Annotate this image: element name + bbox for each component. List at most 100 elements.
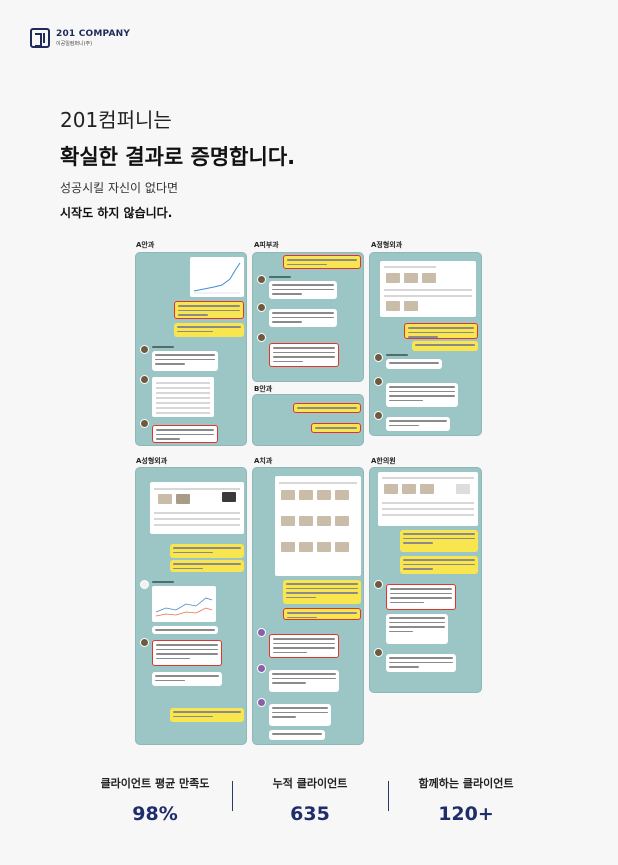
thumbnail-image — [404, 273, 418, 283]
avatar — [374, 353, 383, 362]
thumbnail-image — [335, 516, 349, 526]
avatar — [374, 377, 383, 386]
chat-bubble — [412, 341, 478, 351]
text-line-placeholder — [389, 621, 445, 623]
text-line-placeholder — [155, 679, 185, 681]
text-line-placeholder — [272, 733, 322, 735]
text-line-placeholder — [390, 588, 452, 590]
chat-bubble — [269, 634, 339, 658]
text-line-placeholder — [287, 263, 327, 265]
text-line-placeholder — [154, 488, 240, 490]
text-line-placeholder — [408, 331, 474, 333]
chat-bubble — [152, 626, 218, 634]
chat-card-a-eye — [135, 252, 247, 446]
thumbnail-image — [299, 516, 313, 526]
text-line-placeholder — [272, 707, 328, 709]
headline-line2: 확실한 결과로 증명합니다. — [60, 145, 296, 169]
chat-bubble — [269, 670, 339, 692]
thumbnail-image — [317, 516, 331, 526]
nickname — [152, 346, 174, 348]
thumbnail-image — [386, 273, 400, 283]
text-line-placeholder — [286, 583, 358, 585]
text-line-placeholder — [279, 482, 357, 484]
divider — [232, 781, 233, 811]
stat-satisfaction: 클라이언트 평균 만족도 98% — [70, 775, 240, 825]
avatar — [257, 664, 266, 673]
text-line-placeholder — [415, 344, 475, 346]
thumbnail-image — [456, 484, 470, 494]
thumbnail-image — [335, 542, 349, 552]
text-line-placeholder — [177, 330, 213, 332]
thumbnail-image — [422, 273, 436, 283]
text-line-placeholder — [389, 395, 455, 397]
chat-bubble — [400, 530, 478, 552]
text-line-placeholder — [273, 651, 307, 653]
nickname — [386, 354, 408, 356]
chat-bubble — [174, 301, 244, 319]
chat-bubble — [386, 584, 456, 610]
chat-bubble — [170, 560, 244, 572]
headline: 201컴퍼니는 확실한 결과로 증명합니다. — [60, 104, 295, 171]
stats-section: 클라이언트 평균 만족도 98% 누적 클라이언트 635 함께하는 클라이언트… — [0, 775, 618, 835]
avatar — [140, 638, 149, 647]
chat-card-a-dental — [252, 467, 364, 745]
chat-bubble — [170, 708, 244, 722]
chat-card-b-eye — [252, 394, 364, 446]
text-line-placeholder — [154, 524, 240, 526]
chat-bubble — [269, 281, 337, 299]
text-line-placeholder — [389, 386, 455, 388]
text-line-placeholder — [272, 716, 296, 718]
chat-bubble — [152, 425, 218, 443]
chat-bubble — [293, 403, 361, 413]
chat-bubble — [269, 730, 325, 740]
chat-bubble — [386, 654, 456, 672]
text-line-placeholder — [389, 399, 423, 401]
thumbnail-image — [335, 490, 349, 500]
thumbnail-image — [176, 494, 190, 504]
avatar — [140, 419, 149, 428]
card-label-a-korean-med: A한의원 — [371, 457, 396, 465]
text-line-placeholder — [173, 551, 213, 553]
text-line-placeholder — [155, 354, 215, 356]
divider — [388, 781, 389, 811]
text-line-placeholder — [156, 382, 210, 384]
text-line-placeholder — [315, 427, 357, 429]
nickname — [269, 276, 291, 278]
text-line-placeholder — [173, 715, 213, 717]
chat-bubble — [152, 351, 218, 371]
text-line-placeholder — [389, 362, 439, 364]
thumbnail-image — [158, 494, 172, 504]
text-line-placeholder — [390, 601, 424, 603]
text-line-placeholder — [390, 592, 452, 594]
avatar — [374, 411, 383, 420]
text-line-placeholder — [178, 309, 240, 311]
thumbnail-image — [281, 516, 295, 526]
card-label-a-plastic: A성형외과 — [136, 457, 168, 465]
chat-bubble — [400, 556, 478, 574]
text-line-placeholder — [389, 626, 445, 628]
text-line-placeholder — [156, 657, 190, 659]
avatar — [257, 333, 266, 342]
avatar — [257, 275, 266, 284]
avatar — [257, 303, 266, 312]
text-line-placeholder — [177, 326, 241, 328]
chat-bubble — [152, 640, 222, 666]
text-line-placeholder — [155, 629, 215, 631]
card-label-a-eye: A안과 — [136, 241, 155, 249]
thumbnail-image — [299, 542, 313, 552]
chat-bubble — [386, 359, 442, 369]
text-line-placeholder — [273, 638, 335, 640]
chart-screenshot — [152, 586, 216, 622]
text-line-placeholder — [272, 284, 334, 286]
text-line-placeholder — [287, 616, 317, 618]
logo-text: 201 COMPANY 이공일컴퍼니(주) — [56, 29, 130, 47]
stat-value: 98% — [132, 803, 178, 825]
text-line-placeholder — [403, 537, 475, 539]
text-line-placeholder — [273, 347, 335, 349]
chat-bubble — [283, 255, 361, 269]
text-line-placeholder — [156, 412, 210, 414]
text-line-placeholder — [297, 407, 357, 409]
text-line-placeholder — [156, 429, 214, 431]
company-logo: 201 COMPANY 이공일컴퍼니(주) — [30, 28, 130, 48]
chart-screenshot — [190, 257, 244, 297]
